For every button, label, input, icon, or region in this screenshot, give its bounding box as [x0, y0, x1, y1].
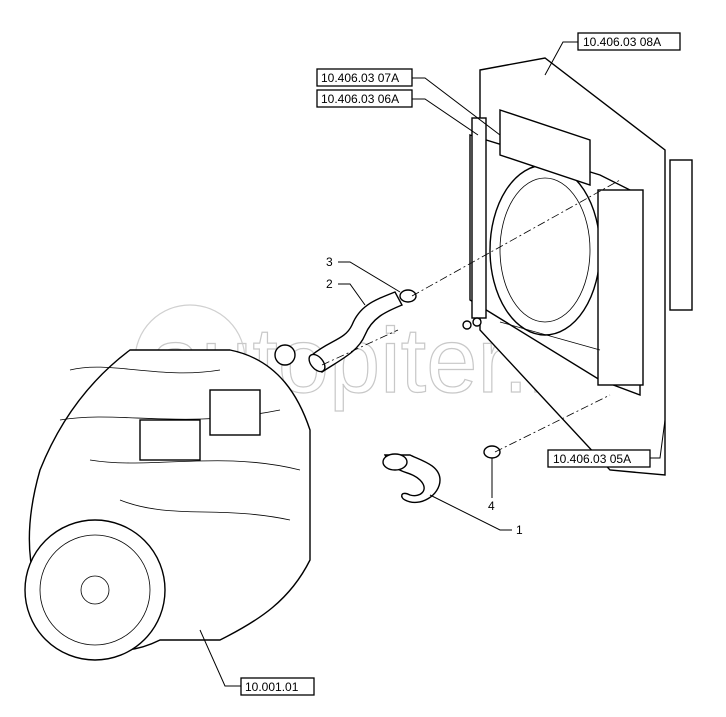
svg-text:1: 1 [516, 523, 523, 537]
ref-label: 10.406.03 06A [321, 92, 399, 106]
ref-label: 10.406.03 05A [553, 452, 631, 466]
ref-radiator-assembly[interactable]: 10.406.03 08A [544, 32, 681, 76]
ref-label: 10.406.03 07A [321, 71, 399, 85]
lower-hose-drawing [382, 445, 501, 504]
svg-text:2: 2 [326, 277, 333, 291]
callout-3: 3 [326, 255, 401, 293]
callout-1: 1 [429, 494, 523, 537]
ref-engine[interactable]: 10.001.01 [199, 629, 315, 696]
callout-2: 2 [326, 277, 366, 306]
svg-text:4: 4 [488, 499, 495, 513]
svg-text:3: 3 [326, 255, 333, 269]
ref-label: 10.406.03 08A [583, 35, 661, 49]
ref-upper-part-b[interactable]: 10.406.03 06A [316, 89, 479, 136]
callout-4: 4 [488, 458, 495, 513]
radiator-assembly-drawing [462, 57, 693, 476]
ref-lower-part[interactable]: 10.406.03 05A [547, 419, 666, 468]
ref-upper-part-a[interactable]: 10.406.03 07A [316, 68, 501, 136]
ref-label: 10.001.01 [245, 680, 299, 694]
engine-drawing [24, 344, 311, 661]
